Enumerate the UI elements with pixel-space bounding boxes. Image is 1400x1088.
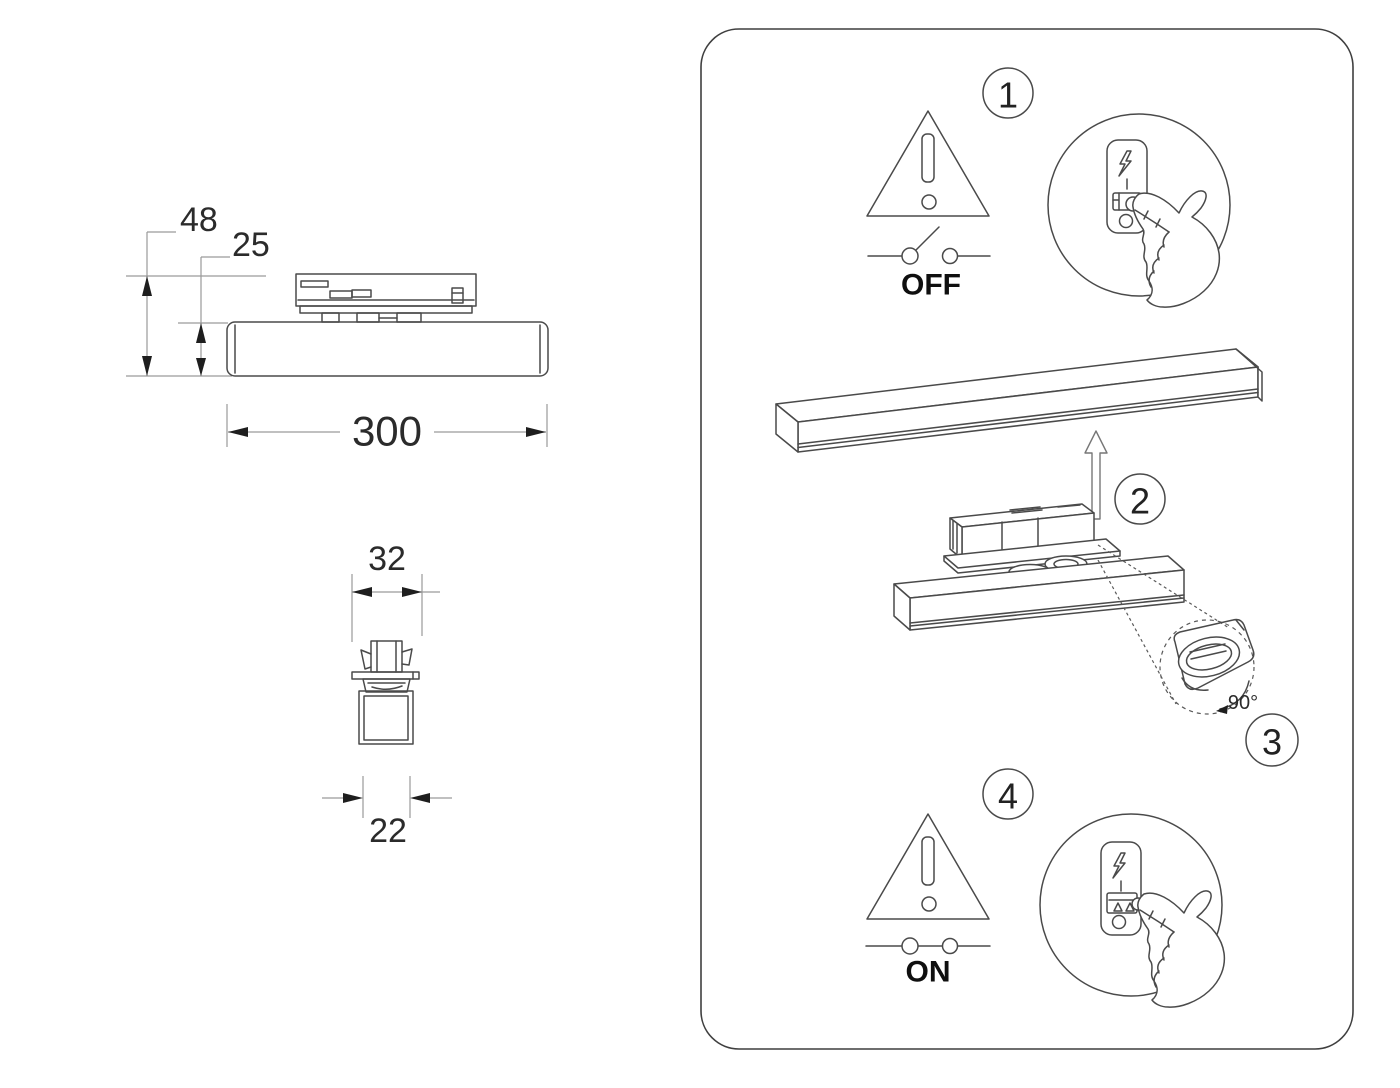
up-arrow-icon [1084,430,1108,520]
dim-arrow [402,587,422,597]
dim-arrow [196,358,206,376]
power-on-label: ON [906,956,951,989]
detail-circle [1047,113,1231,297]
step-3: 90° 3 [893,503,1299,767]
closed-switch-icon [865,937,991,955]
warning-triangle-icon [866,110,990,217]
warning-triangle-icon [866,813,990,920]
adapter-screw [1111,914,1127,930]
track-rail-3d [775,348,1263,453]
panel-border [700,28,1354,1050]
leader-lines [1097,544,1230,705]
adapter-faceplate [1106,139,1148,234]
pointing-hand-icon [1132,190,1221,308]
dim-arrow [196,323,206,343]
step-4: 4 ON [865,768,1226,1008]
front-view-drawing: 32 22 [322,540,452,850]
open-switch-icon [867,226,991,265]
step-1-number: 1 [998,75,1018,116]
pointing-hand-icon [1137,890,1226,1008]
dim-arrow [142,276,152,296]
detail-circle [1039,813,1223,997]
step-3-badge [1245,713,1299,767]
step-2-number: 2 [1130,481,1150,522]
light-bar-side [226,321,549,377]
step-2: 2 [775,348,1263,525]
lightning-icon [1112,852,1126,879]
step-4-number: 4 [998,776,1018,817]
rotate-knob-detail: 90° [1159,618,1258,715]
fixture-3d [893,503,1185,631]
press-switch-detail-4 [1039,813,1226,1008]
lightning-icon [1118,150,1132,177]
track-adapter-side [295,273,477,323]
adapter-screw [1118,213,1134,229]
side-view-drawing: 48 25 300 [126,201,549,455]
step-4-badge [982,768,1034,820]
press-switch-detail-1 [1047,113,1231,308]
dim-total-height: 48 [180,201,218,239]
dim-body-width: 22 [369,812,407,850]
dim-arrow [410,793,430,803]
power-off-label: OFF [901,269,961,302]
step-1-badge [982,67,1034,119]
step-3-number: 3 [1262,722,1282,763]
dim-length: 300 [352,408,422,455]
step-1: 1 OFF [866,67,1231,308]
instruction-panel: 1 OFF [700,28,1354,1050]
dim-arrow [352,587,372,597]
dim-body-height: 25 [232,226,270,264]
dim-arrow [526,427,546,437]
step-2-badge [1114,473,1166,525]
dim-arrow [142,356,152,376]
adapter-faceplate [1100,841,1142,936]
dim-arrow [343,793,363,803]
dim-arrow [228,427,248,437]
rotation-angle-label: 90° [1228,692,1258,714]
fixture-front-view [351,640,420,745]
dim-adapter-width: 32 [368,540,406,578]
